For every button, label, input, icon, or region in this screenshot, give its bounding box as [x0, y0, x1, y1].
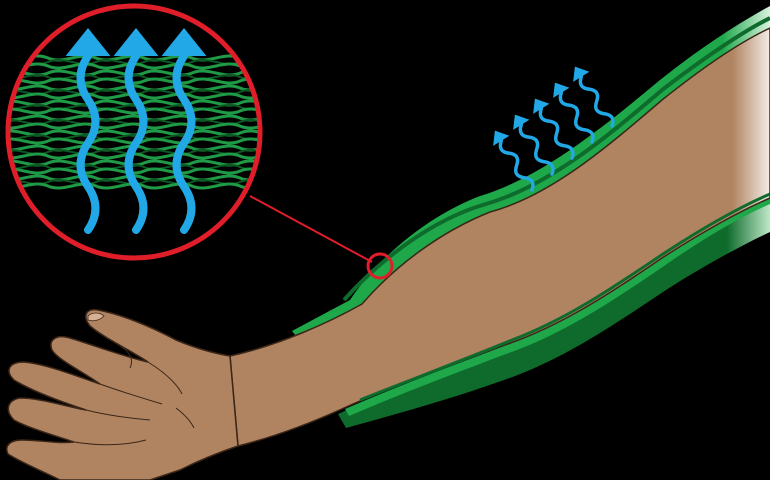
fabric-fiber — [10, 77, 258, 85]
fabric-fiber — [10, 84, 258, 92]
vapor-arrow-icon — [513, 114, 555, 176]
sleeve-lower-inner-edge — [359, 192, 770, 402]
fabric-fiber — [10, 99, 258, 107]
vapor-arrow-icon — [573, 66, 615, 128]
sleeve-vapor-arrow-group — [493, 130, 535, 192]
fabric-fiber — [10, 62, 258, 70]
sleeve-inner-edge — [342, 16, 770, 302]
fabric-fiber — [10, 89, 258, 95]
sleeve-vapor-arrow-group — [533, 98, 575, 160]
vapor-arrow-icon — [65, 28, 111, 234]
callout-line — [249, 195, 373, 263]
sleeve-vapor-arrow-group — [573, 66, 615, 128]
vapor-arrow-icon — [113, 28, 159, 234]
fabric-fiber — [10, 167, 258, 175]
fabric-fiber — [10, 69, 258, 77]
fabric-fiber — [10, 122, 258, 130]
magnified-fabric-view — [5, 3, 263, 261]
fabric-fiber — [10, 92, 258, 100]
fabric-fiber — [10, 144, 258, 152]
lens-vapor-arrows — [65, 28, 207, 234]
sleeve-vapor-arrows — [493, 66, 615, 192]
fabric-fiber — [10, 107, 258, 115]
arm — [6, 27, 770, 480]
fabric-fiber — [10, 54, 258, 62]
vapor-arrow-icon — [161, 28, 207, 234]
sleeve-vapor-arrow-group — [553, 82, 595, 144]
thumbnail — [87, 312, 105, 322]
hand — [6, 308, 239, 480]
vapor-arrow-icon — [553, 82, 595, 144]
fabric-fiber — [10, 159, 258, 167]
callout-target-circle — [366, 252, 394, 280]
fabric-fibers — [10, 54, 258, 190]
fabric-fiber — [10, 129, 258, 137]
fabric-fiber — [10, 119, 258, 125]
fabric-fiber — [10, 59, 258, 65]
vapor-arrow-icon — [493, 130, 535, 192]
sleeve-vapor-arrow-group — [513, 114, 555, 176]
fabric-fiber — [10, 137, 258, 145]
sleeve-top-band — [292, 6, 770, 336]
fabric-fiber — [10, 149, 258, 155]
fabric-fiber — [10, 182, 258, 190]
fabric-fiber — [10, 152, 258, 160]
fabric-fiber — [10, 179, 258, 185]
fabric-fiber — [10, 114, 258, 122]
vapor-arrow-icon — [533, 98, 575, 160]
sleeve-overlay — [342, 16, 770, 402]
magnifier-ring — [5, 3, 263, 261]
fabric-fiber — [10, 174, 258, 182]
